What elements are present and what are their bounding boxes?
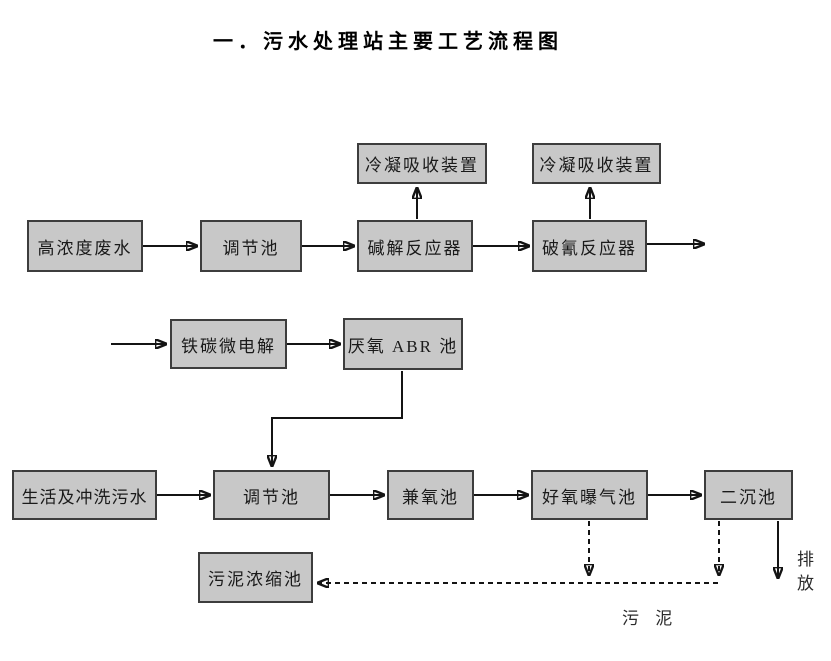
node-regulating-tank-upper: 调节池 <box>200 220 302 272</box>
label-sludge: 污 泥 <box>622 609 674 628</box>
node-sludge-thickening-tank: 污泥浓缩池 <box>198 552 313 603</box>
label-discharge: 排放 <box>794 550 813 598</box>
node-condensation-absorber-right: 冷凝吸收装置 <box>532 143 661 184</box>
node-alkaline-hydrolysis-reactor: 碱解反应器 <box>357 220 473 272</box>
node-high-concentration-wastewater: 高浓度废水 <box>27 220 143 272</box>
node-anaerobic-abr-tank: 厌氧 ABR 池 <box>343 318 463 370</box>
edge-abr-to-regtank-lower <box>272 371 403 466</box>
node-domestic-and-flushing-sewage: 生活及冲洗污水 <box>12 470 157 520</box>
diagram-title: 一．污水处理站主要工艺流程图 <box>213 31 563 53</box>
node-condensation-absorber-left: 冷凝吸收装置 <box>357 143 487 184</box>
node-cyanide-breaking-reactor: 破氰反应器 <box>532 220 647 272</box>
node-regulating-tank-lower: 调节池 <box>213 470 330 520</box>
node-aerobic-aeration-tank: 好氧曝气池 <box>531 470 648 520</box>
node-facultative-tank: 兼氧池 <box>387 470 474 520</box>
node-secondary-sedimentation-tank: 二沉池 <box>704 470 793 520</box>
node-iron-carbon-micro-electrolysis: 铁碳微电解 <box>170 319 287 369</box>
